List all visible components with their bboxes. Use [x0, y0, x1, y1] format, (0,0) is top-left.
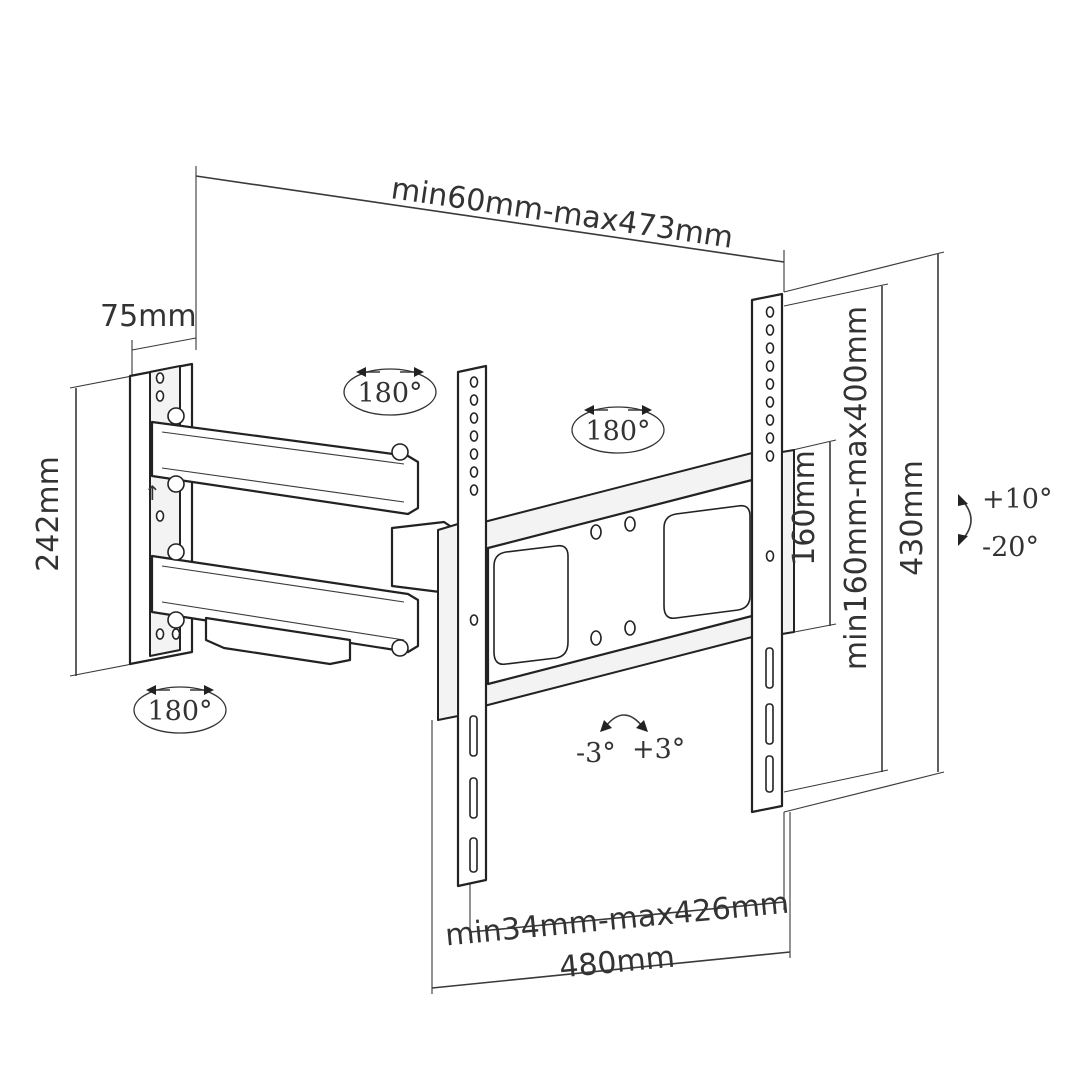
extension-label: min60mm-max473mm	[389, 171, 736, 255]
bracket-height-label: 430mm	[895, 460, 930, 576]
tilt-down-label: -20°	[982, 532, 1039, 563]
wall-plate-height-label: 242mm	[31, 456, 66, 572]
tv-plate	[437, 292, 795, 888]
level-minus-label: -3°	[576, 738, 616, 769]
level-indicator: -3° +3°	[576, 714, 685, 769]
level-plus-label: +3°	[632, 734, 685, 765]
svg-text:↑: ↑	[144, 481, 161, 505]
rotation-bubble-wall: 180°	[133, 685, 227, 734]
arm-swivel-label: 180°	[357, 378, 422, 409]
tv-swivel-label: 180°	[585, 416, 650, 447]
wall-swivel-label: 180°	[147, 696, 212, 727]
rotation-bubble-tv: 180°	[571, 405, 665, 454]
articulating-arms	[150, 407, 458, 666]
vesa-horizontal-range-label: min34mm-max426mm	[444, 886, 791, 954]
tilt-up-label: +10°	[982, 484, 1052, 515]
rotation-bubble-arm: 180°	[343, 367, 437, 416]
vesa-vertical-range-label: min160mm-max400mm	[839, 306, 874, 670]
wall-plate-width-label: 75mm	[100, 299, 197, 334]
vesa-center-label: 160mm	[787, 450, 822, 566]
tilt-indicator: +10° -20°	[958, 484, 1052, 563]
bracket-width-label: 480mm	[558, 940, 677, 986]
